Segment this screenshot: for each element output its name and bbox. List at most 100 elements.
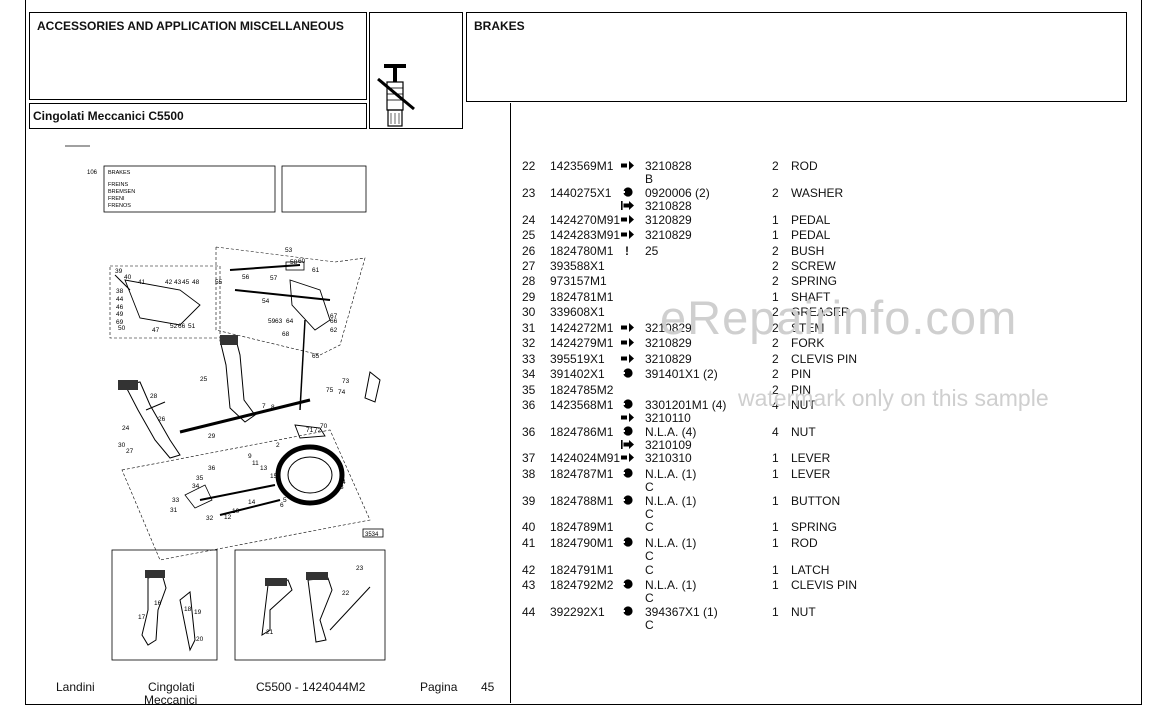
description: NUT xyxy=(791,605,816,619)
footer-page-number: 45 xyxy=(481,680,495,694)
interchangeable-circle-icon xyxy=(621,578,634,592)
part-number: 1824791M1 xyxy=(550,563,614,577)
callout-number: 52 xyxy=(170,323,178,330)
callout-number: 51 xyxy=(188,323,196,330)
callout-number: 14 xyxy=(248,499,256,506)
part-number: 393588X1 xyxy=(550,259,605,273)
replacement-number: 3210828 xyxy=(645,159,692,173)
header-left-box: ACCESSORIES AND APPLICATION MISCELLANEOU… xyxy=(29,12,367,100)
callout-number: 10 xyxy=(232,508,240,515)
quantity: 2 xyxy=(772,159,779,173)
part-number: 973157M1 xyxy=(550,274,607,288)
symbol-cell xyxy=(621,411,634,425)
footer-series-1: Cingolati xyxy=(148,680,195,694)
callout-number: 31 xyxy=(170,507,178,514)
callout-number: 27 xyxy=(126,448,134,455)
item-number: 34 xyxy=(522,367,536,381)
item-number: 38 xyxy=(522,467,536,481)
quantity: 1 xyxy=(772,451,779,465)
quantity: 2 xyxy=(772,321,779,335)
item-number: 27 xyxy=(522,259,536,273)
footer-page-label: Pagina xyxy=(420,680,458,694)
part-number: 1824781M1 xyxy=(550,290,614,304)
quantity: 1 xyxy=(772,228,779,242)
callout-number: 5 xyxy=(283,497,287,504)
item-number: 42 xyxy=(522,563,536,577)
replacement-number: 3210829 xyxy=(645,352,692,366)
callout-number: 46 xyxy=(116,304,124,311)
quantity: 2 xyxy=(772,367,779,381)
continuation-text: 3210109 xyxy=(645,438,692,452)
continuation-text: C xyxy=(645,618,654,632)
callout-number: 63 xyxy=(275,318,283,325)
continuation-text: C xyxy=(645,591,654,605)
replacement-arrow-bar-icon xyxy=(621,199,634,213)
item-number: 36 xyxy=(522,398,536,412)
symbol-cell xyxy=(621,199,634,213)
replacement-number: N.L.A. (4) xyxy=(645,425,697,439)
description: STEM xyxy=(791,321,825,335)
notice-icon: ! xyxy=(625,244,629,258)
description: NUT xyxy=(791,425,816,439)
callout-number: 19 xyxy=(194,609,202,616)
replacement-number: N.L.A. (1) xyxy=(645,578,697,592)
callout-number: 11 xyxy=(252,460,259,467)
replacement-arrow-icon xyxy=(621,228,634,242)
callout-number: 53 xyxy=(285,247,293,254)
replacement-number: N.L.A. (1) xyxy=(645,536,697,550)
interchangeable-circle-icon xyxy=(621,398,634,412)
item-number: 26 xyxy=(522,244,536,258)
exploded-parts-drawing: 106 BRAKES FREINS BREMSEN FRENI FRENOS 3… xyxy=(65,145,386,661)
callout-number: 18 xyxy=(184,606,192,613)
footer-series-2: Meccanici xyxy=(144,693,198,707)
quantity: 1 xyxy=(772,578,779,592)
callout-number: 7 xyxy=(262,403,266,410)
item-number: 43 xyxy=(522,578,536,592)
description: PEDAL xyxy=(791,228,831,242)
callout-number: 60 xyxy=(298,258,306,265)
item-number: 24 xyxy=(522,213,536,227)
item-number: 32 xyxy=(522,336,536,350)
callout-number: 64 xyxy=(286,318,294,325)
part-number: 339608X1 xyxy=(550,305,605,319)
callout-number: 28 xyxy=(150,393,158,400)
callout-number: 30 xyxy=(118,442,126,449)
callout-number: 12 xyxy=(224,514,232,521)
replacement-number: 3210829 xyxy=(645,228,692,242)
footer-model-code: C5500 - 1424044M2 xyxy=(256,680,366,694)
callout-number: 44 xyxy=(116,296,124,303)
description: PEDAL xyxy=(791,213,831,227)
page-frame-right xyxy=(1141,0,1142,705)
quantity: 4 xyxy=(772,398,779,412)
replacement-number: C xyxy=(645,563,654,577)
inset-label-4: FRENOS xyxy=(108,203,131,209)
continuation-text: 3210828 xyxy=(645,199,692,213)
callout-number: 29 xyxy=(208,433,216,440)
quantity: 1 xyxy=(772,213,779,227)
callout-number: 58 xyxy=(290,259,298,266)
item-number: 25 xyxy=(522,228,536,242)
callout-number: 20 xyxy=(196,636,204,643)
footer-brand: Landini xyxy=(56,680,95,694)
replacement-number: 394367X1 (1) xyxy=(645,605,718,619)
part-number: 1824785M2 xyxy=(550,383,614,397)
continuation-text: C xyxy=(645,480,654,494)
part-number: 1424024M91 xyxy=(550,451,621,465)
description: FORK xyxy=(791,336,825,350)
replacement-number: 3210829 xyxy=(645,336,692,350)
description: NUT xyxy=(791,398,816,412)
interchangeable-circle-icon xyxy=(621,186,634,200)
quantity: 2 xyxy=(772,352,779,366)
callout-number: 15 xyxy=(270,473,278,480)
item-number: 41 xyxy=(522,536,536,550)
description: WASHER xyxy=(791,186,844,200)
callout-number: 57 xyxy=(270,275,278,282)
quantity: 2 xyxy=(772,383,779,397)
quantity: 1 xyxy=(772,520,779,534)
item-number: 23 xyxy=(522,186,536,200)
replacement-number: N.L.A. (1) xyxy=(645,494,697,508)
description: ROD xyxy=(791,536,818,550)
item-number: 44 xyxy=(522,605,536,619)
model-label: Cingolati Meccanici C5500 xyxy=(33,109,184,123)
group-title: BRAKES xyxy=(474,19,525,33)
